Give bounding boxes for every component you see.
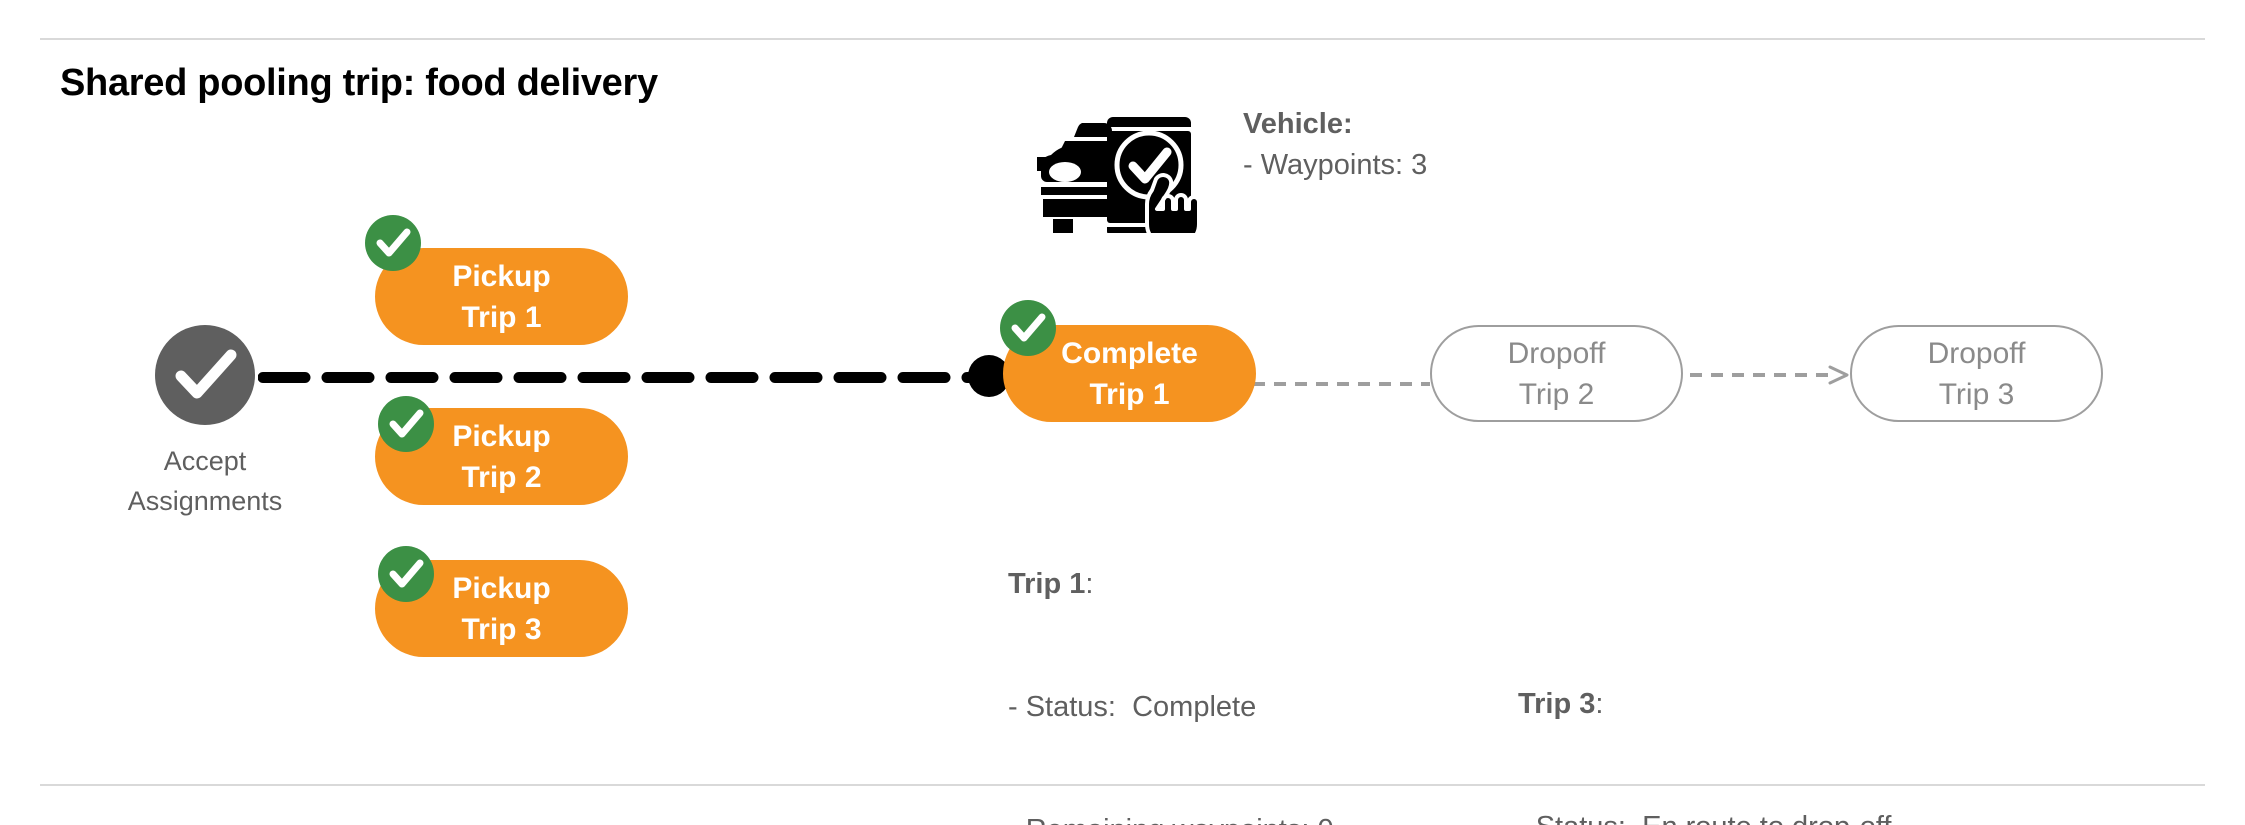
pickup-2-line2: Trip 2 (461, 460, 542, 494)
vehicle-label: Vehicle: (1243, 108, 1353, 140)
connector-accept-to-complete (257, 370, 987, 383)
dropoff-3-line2: Trip 3 (1938, 377, 2015, 411)
accept-assignments-label: Accept Assignments (105, 441, 305, 521)
page-title: Shared pooling trip: food delivery (60, 62, 658, 104)
check-badge-icon (378, 396, 434, 452)
accept-assignments-node[interactable] (155, 325, 255, 425)
pickup-1-line1: Pickup (452, 259, 551, 293)
trip-3-label: Trip 3 (1518, 688, 1596, 720)
check-badge-icon (378, 546, 434, 602)
connector-dropoff2-to-dropoff3 (1690, 365, 1850, 385)
pickup-3-line2: Trip 3 (461, 612, 542, 646)
complete-trip-1-node[interactable]: Complete Trip 1 (1003, 325, 1256, 422)
trip-3-status: - Status: En route to drop-off (1518, 807, 1891, 825)
dropoff-trip-3-node[interactable]: Dropoff Trip 3 (1850, 325, 2103, 422)
divider-bottom (40, 784, 2205, 786)
trip-1-label: Trip 1 (1008, 568, 1086, 600)
complete-line1: Complete (1061, 336, 1198, 370)
connector-complete-to-dropoff2 (1253, 373, 1430, 386)
dropoff-3-line1: Dropoff (1927, 336, 2026, 370)
trip-1-remaining: - Remaining waypoints: 0 (1008, 810, 1381, 825)
dropoff-2-line1: Dropoff (1507, 336, 1606, 370)
car-phone-check-hand-icon (1037, 83, 1227, 247)
trip-1-status: - Status: Complete (1008, 691, 1257, 723)
pickup-3-line1: Pickup (452, 571, 551, 605)
check-circle-icon (175, 349, 237, 399)
complete-line2: Trip 1 (1089, 377, 1170, 411)
trip-details-right: Trip 3: - Status: En route to drop-off -… (1518, 602, 1891, 825)
accept-label-line1: Accept (163, 446, 247, 476)
vehicle-info: Vehicle: - Waypoints: 3 (1243, 104, 1427, 186)
check-badge-icon (365, 215, 421, 271)
pickup-trip-2-node[interactable]: Pickup Trip 2 (375, 408, 628, 505)
accept-label-line2: Assignments (127, 486, 283, 516)
vehicle-waypoints: - Waypoints: 3 (1243, 149, 1428, 181)
check-badge-icon (1000, 300, 1056, 356)
trip-3-colon: : (1595, 688, 1604, 720)
divider-top (40, 38, 2205, 40)
dropoff-2-line2: Trip 2 (1518, 377, 1595, 411)
pickup-1-line2: Trip 1 (461, 300, 542, 334)
dropoff-trip-2-node[interactable]: Dropoff Trip 2 (1430, 325, 1683, 422)
trip-1-colon: : (1085, 568, 1094, 600)
trip-details-left: Trip 1: - Status: Complete - Remaining w… (1008, 482, 1381, 825)
pickup-2-line1: Pickup (452, 419, 551, 453)
pickup-trip-1-node[interactable]: Pickup Trip 1 (375, 248, 628, 345)
